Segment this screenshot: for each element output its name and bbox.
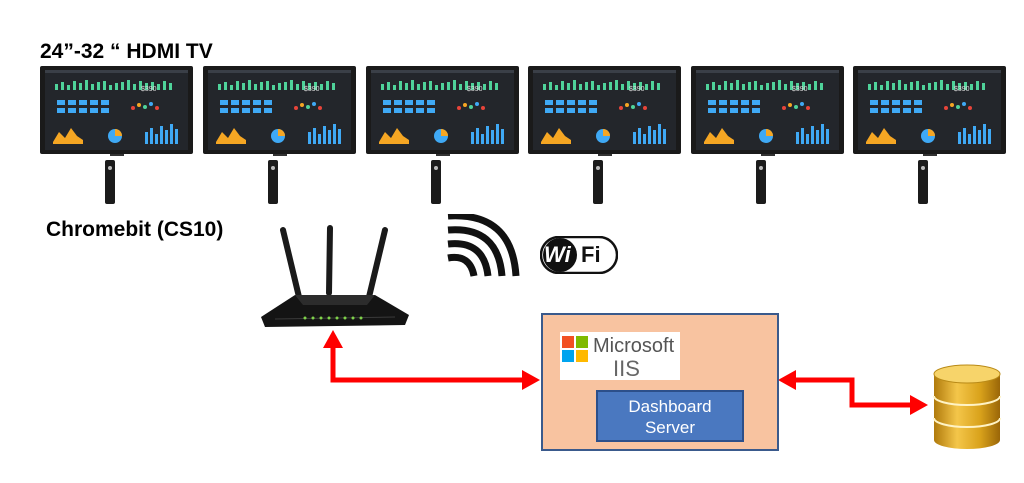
hdmi-tv: $390: [691, 66, 844, 156]
wifi-logo-icon: [539, 235, 619, 275]
price-value: $390: [304, 86, 320, 93]
dashboard-screen: $390: [858, 70, 1001, 150]
dashboard-thumbnail: [533, 70, 676, 150]
router-to-server-arrow: [323, 330, 540, 390]
arrowhead-right-db: [910, 395, 928, 415]
tv-title-label: 24”-32 “ HDMI TV: [40, 40, 213, 63]
tv-stand: [761, 154, 775, 156]
tv-stand: [923, 154, 937, 156]
microsoft-label: Microsoft: [593, 335, 675, 357]
hdmi-tv: $390: [40, 66, 193, 156]
dashboard-thumbnail: [208, 70, 351, 150]
price-value: $390: [629, 86, 645, 93]
chromebit-stick: [918, 160, 928, 204]
dashboard-server-line2: Server: [644, 418, 696, 437]
dashboard-server-box: Dashboard Server: [596, 390, 744, 442]
dashboard-screen: $390: [208, 70, 351, 150]
router-icon: [261, 225, 409, 327]
chromebit-stick: [431, 160, 441, 204]
hdmi-tv: $390: [853, 66, 1006, 156]
iis-label: IIS: [613, 356, 640, 381]
wifi-logo: Wi Fi: [539, 235, 619, 275]
server-to-database-arrow: [778, 370, 928, 415]
dashboard-thumbnail: [858, 70, 1001, 150]
dashboard-thumbnail: [45, 70, 188, 150]
chromebit-stick: [756, 160, 766, 204]
price-value: $390: [467, 86, 483, 93]
hdmi-tv: $390: [528, 66, 681, 156]
hdmi-tv: $390: [203, 66, 356, 156]
hdmi-tv: $390: [366, 66, 519, 156]
arrowhead-up: [323, 330, 343, 348]
wireless-signal-icon: [447, 214, 520, 277]
dashboard-thumbnail: [696, 70, 839, 150]
price-value: $390: [792, 86, 808, 93]
tv-stand: [436, 154, 450, 156]
database-icon: [933, 364, 1001, 449]
chromebit-stick: [268, 160, 278, 204]
dashboard-thumbnail: [371, 70, 514, 150]
tv-stand: [598, 154, 612, 156]
wifi-logo-right-text: Fi: [581, 242, 601, 267]
chromebit-stick: [105, 160, 115, 204]
dashboard-screen: $390: [696, 70, 839, 150]
wifi-logo-left-text: Wi: [544, 242, 571, 267]
tv-stand: [110, 154, 124, 156]
dashboard-screen: $390: [533, 70, 676, 150]
chromebit-stick: [593, 160, 603, 204]
dashboard-screen: $390: [45, 70, 188, 150]
price-value: $390: [141, 86, 157, 93]
arrowhead-left: [778, 370, 796, 390]
dashboard-server-line1: Dashboard: [628, 397, 712, 416]
dashboard-screen: $390: [371, 70, 514, 150]
tv-stand: [273, 154, 287, 156]
chromebit-title-label: Chromebit (CS10): [46, 218, 224, 241]
microsoft-logo-icon: [562, 336, 588, 362]
arrowhead-right: [522, 370, 540, 390]
price-value: $390: [954, 86, 970, 93]
